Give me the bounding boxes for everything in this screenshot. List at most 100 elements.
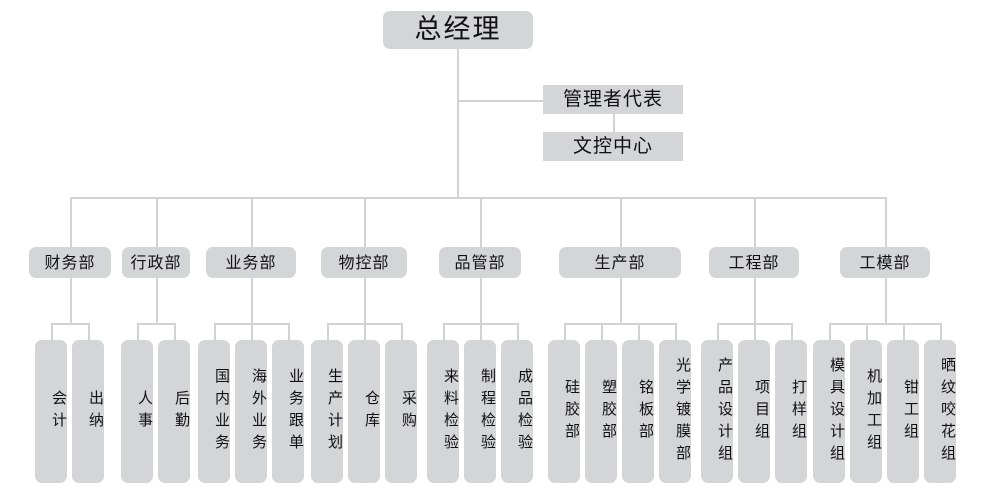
leaf-drop-line — [251, 323, 253, 340]
department-drop-line — [480, 197, 482, 247]
department-node-label: 行政部 — [130, 252, 182, 272]
leaf-bus-line — [51, 323, 90, 325]
department-node-1: 财务部 — [29, 247, 111, 278]
department-node-5: 品管部 — [439, 247, 521, 278]
leaf-node-label: 机加工组 — [865, 367, 883, 456]
department-child-drop-line — [70, 278, 72, 323]
department-child-drop-line — [885, 278, 887, 323]
leaf-node-4-1: 生产计划 — [311, 340, 344, 483]
leaf-node-label: 海外业务 — [250, 367, 268, 456]
leaf-drop-line — [638, 323, 640, 340]
leaf-bus-line — [564, 323, 677, 325]
department-child-drop-line — [480, 278, 482, 323]
staff-node-2: 文控中心 — [543, 132, 683, 161]
leaf-node-6-2: 塑胶部 — [585, 340, 618, 483]
leaf-node-2-1: 人事 — [121, 340, 154, 483]
leaf-node-label: 晒纹咬花组 — [939, 356, 957, 467]
leaf-node-6-3: 铭板部 — [622, 340, 655, 483]
leaf-drop-line — [601, 323, 603, 340]
department-child-drop-line — [754, 278, 756, 323]
leaf-node-6-1: 硅胶部 — [548, 340, 581, 483]
leaf-drop-line — [754, 323, 756, 340]
leaf-drop-line — [675, 323, 677, 340]
department-bus-line — [70, 197, 887, 199]
leaf-bus-line — [829, 323, 942, 325]
department-node-4: 物控部 — [321, 247, 407, 278]
department-node-label: 业务部 — [225, 252, 277, 272]
leaf-drop-line — [903, 323, 905, 340]
department-node-label: 工程部 — [728, 252, 780, 272]
leaf-drop-line — [174, 323, 176, 340]
leaf-drop-line — [829, 323, 831, 340]
department-drop-line — [70, 197, 72, 247]
leaf-node-label: 制程检验 — [479, 367, 497, 456]
department-child-drop-line — [156, 278, 158, 323]
leaf-drop-line — [364, 323, 366, 340]
leaf-drop-line — [443, 323, 445, 340]
leaf-node-label: 仓库 — [363, 389, 381, 434]
department-drop-line — [620, 197, 622, 247]
department-drop-line — [885, 197, 887, 247]
leaf-drop-line — [940, 323, 942, 340]
department-node-6: 生产部 — [559, 247, 681, 278]
leaf-node-8-3: 钳工组 — [887, 340, 920, 483]
department-drop-line — [251, 197, 253, 247]
department-drop-line — [156, 197, 158, 247]
leaf-drop-line — [480, 323, 482, 340]
leaf-node-5-3: 成品检验 — [501, 340, 534, 483]
leaf-node-3-3: 业务跟单 — [272, 340, 305, 483]
leaf-node-3-1: 国内业务 — [198, 340, 231, 483]
staff-branch-line — [457, 100, 543, 102]
leaf-node-label: 模具设计组 — [828, 356, 846, 467]
department-node-label: 财务部 — [44, 252, 96, 272]
leaf-node-label: 产品设计组 — [716, 356, 734, 467]
leaf-drop-line — [866, 323, 868, 340]
leaf-drop-line — [401, 323, 403, 340]
leaf-drop-line — [564, 323, 566, 340]
department-node-label: 工模部 — [859, 252, 911, 272]
leaf-node-1-2: 出纳 — [72, 340, 105, 483]
department-node-3: 业务部 — [206, 247, 296, 278]
leaf-node-label: 人事 — [136, 389, 154, 434]
leaf-node-label: 来料检验 — [442, 367, 460, 456]
leaf-node-8-2: 机加工组 — [850, 340, 883, 483]
leaf-node-label: 钳工组 — [902, 378, 920, 445]
leaf-node-7-3: 打样组 — [775, 340, 808, 483]
leaf-node-label: 光学镀膜部 — [674, 356, 692, 467]
leaf-node-label: 铭板部 — [637, 378, 655, 445]
department-node-7: 工程部 — [709, 247, 799, 278]
leaf-node-8-4: 晒纹咬花组 — [924, 340, 957, 483]
leaf-drop-line — [88, 323, 90, 340]
leaf-node-label: 国内业务 — [213, 367, 231, 456]
leaf-node-label: 硅胶部 — [563, 378, 581, 445]
leaf-drop-line — [137, 323, 139, 340]
leaf-node-3-2: 海外业务 — [235, 340, 268, 483]
leaf-node-label: 后勤 — [173, 389, 191, 434]
leaf-node-4-3: 采购 — [385, 340, 418, 483]
department-child-drop-line — [620, 278, 622, 323]
leaf-node-8-1: 模具设计组 — [813, 340, 846, 483]
leaf-node-2-2: 后勤 — [158, 340, 191, 483]
root-node-label: 总经理 — [414, 13, 502, 45]
trunk-line — [457, 49, 459, 199]
staff-node-1: 管理者代表 — [543, 85, 683, 114]
leaf-bus-line — [137, 323, 176, 325]
root-node-general-manager: 总经理 — [383, 11, 533, 49]
leaf-node-5-2: 制程检验 — [464, 340, 497, 483]
department-child-drop-line — [364, 278, 366, 323]
staff-node-label: 管理者代表 — [562, 87, 663, 110]
department-node-2: 行政部 — [122, 247, 190, 278]
leaf-node-5-1: 来料检验 — [427, 340, 460, 483]
department-node-label: 品管部 — [454, 252, 506, 272]
staff-link-line — [613, 114, 615, 132]
leaf-node-6-4: 光学镀膜部 — [659, 340, 692, 483]
leaf-node-7-2: 项目组 — [738, 340, 771, 483]
leaf-node-label: 会计 — [50, 389, 68, 434]
department-node-label: 物控部 — [338, 252, 390, 272]
department-child-drop-line — [251, 278, 253, 323]
department-node-label: 生产部 — [594, 252, 646, 272]
department-drop-line — [364, 197, 366, 247]
leaf-node-1-1: 会计 — [35, 340, 68, 483]
leaf-node-label: 出纳 — [87, 389, 105, 434]
